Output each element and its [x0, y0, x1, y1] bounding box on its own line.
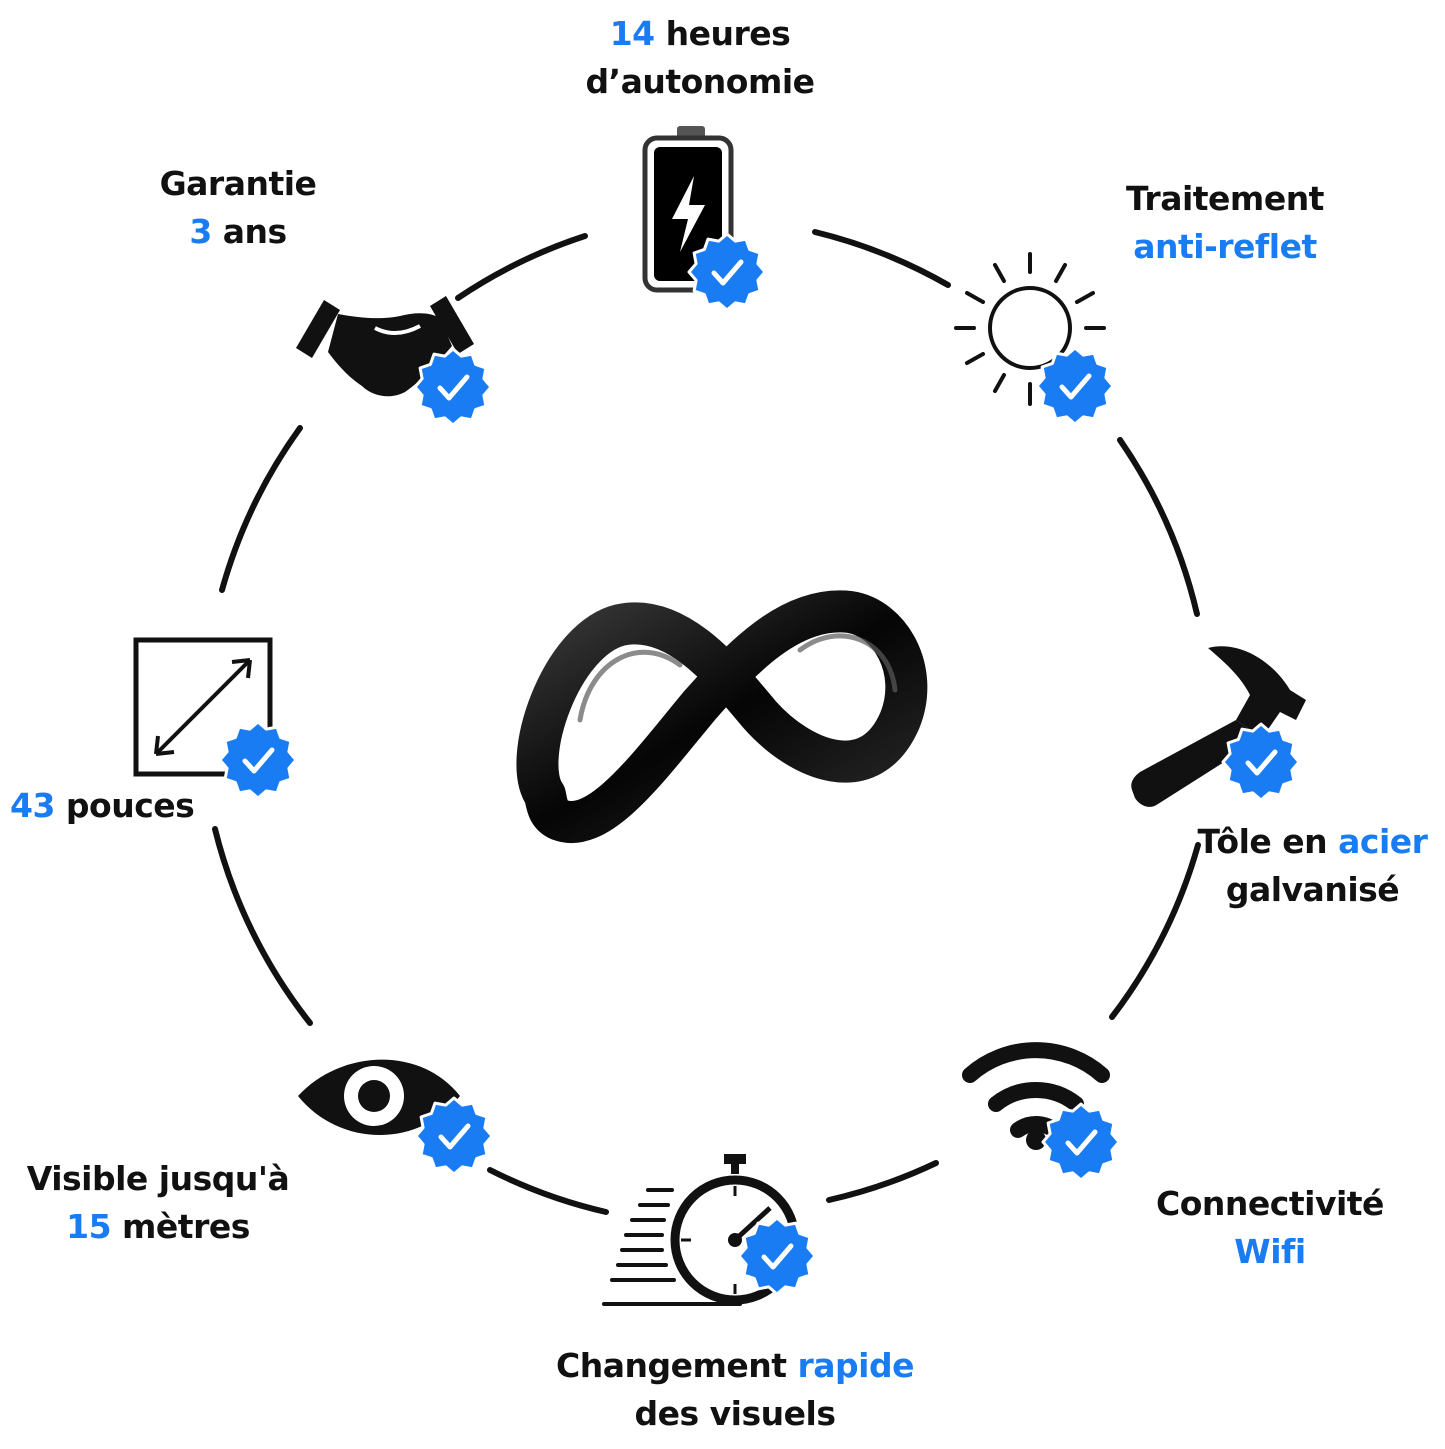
feature-text: d’autonomie	[585, 62, 815, 101]
ring-segment	[219, 425, 303, 593]
ring-segment	[212, 826, 313, 1026]
feature-text: pouces	[54, 786, 195, 825]
verified-badge-icon	[1041, 1102, 1121, 1182]
feature-highlight: rapide	[797, 1346, 915, 1385]
ring-segment	[812, 229, 951, 288]
infinity-icon	[516, 590, 928, 843]
feature-text: ans	[211, 212, 287, 251]
battery-icon	[642, 126, 734, 293]
feature-label-line: Tôle en acier	[1180, 818, 1445, 866]
feature-label-line: 15 mètres	[8, 1203, 308, 1251]
feature-label-size: 43 pouces	[10, 782, 270, 830]
feature-highlight: 3	[189, 212, 212, 251]
feature-label-antiglare: Traitement anti-reflet	[1075, 175, 1375, 271]
feature-text: Tôle en	[1197, 822, 1339, 861]
eye-icon	[298, 1059, 460, 1135]
feature-label-line: Garantie	[88, 160, 388, 208]
feature-text: Traitement	[1126, 179, 1324, 218]
feature-text: Garantie	[159, 164, 317, 203]
ring-segment	[455, 233, 588, 301]
feature-label-line: 43 pouces	[10, 782, 270, 830]
feature-label-speed: Changement rapide des visuels	[535, 1342, 935, 1438]
feature-label-battery: 14 heures d’autonomie	[550, 10, 850, 106]
sun-icon	[954, 252, 1106, 406]
feature-label-line: Wifi	[1120, 1228, 1420, 1276]
feature-label-line: des visuels	[535, 1390, 935, 1438]
verified-badge-icon	[737, 1216, 817, 1296]
feature-label-line: 14 heures	[550, 10, 850, 58]
feature-label-warranty: Garantie 3 ans	[88, 160, 388, 256]
verified-badge-icon	[218, 720, 298, 800]
ring	[212, 229, 1201, 1215]
feature-text: Connectivité	[1156, 1184, 1384, 1223]
ring-segment	[487, 1167, 609, 1215]
feature-highlight: 43	[10, 786, 55, 825]
feature-label-line: Connectivité	[1120, 1180, 1420, 1228]
feature-text: mètres	[111, 1207, 250, 1246]
feature-text: heures	[654, 14, 791, 53]
verified-badge-icon	[1035, 346, 1115, 426]
feature-label-line: 3 ans	[88, 208, 388, 256]
badges	[218, 232, 1301, 1296]
feature-label-steel: Tôle en acier galvanisé	[1180, 818, 1445, 914]
feature-label-line: d’autonomie	[550, 58, 850, 106]
feature-highlight: 15	[66, 1207, 112, 1246]
ring-segment	[1109, 842, 1201, 1020]
feature-label-line: Traitement	[1075, 175, 1375, 223]
feature-label-line: Changement rapide	[535, 1342, 935, 1390]
feature-label-line: anti-reflet	[1075, 223, 1375, 271]
ring-segment	[1117, 437, 1200, 617]
feature-highlight: anti-reflet	[1133, 227, 1317, 266]
feature-text: Changement	[556, 1346, 798, 1385]
feature-highlight: acier	[1338, 822, 1428, 861]
verified-badge-icon	[413, 347, 493, 427]
resize-icon	[133, 637, 273, 777]
feature-text: Visible jusqu'à	[26, 1159, 290, 1198]
feature-label-line: galvanisé	[1180, 866, 1445, 914]
ring-segment	[826, 1160, 939, 1203]
feature-highlight: Wifi	[1234, 1232, 1306, 1271]
feature-text: des visuels	[634, 1394, 836, 1433]
feature-highlight: 14	[609, 14, 655, 53]
verified-badge-icon	[414, 1096, 494, 1176]
feature-label-visible: Visible jusqu'à 15 mètres	[8, 1155, 308, 1251]
verified-badge-icon	[1221, 722, 1301, 802]
verified-badge-icon	[687, 232, 767, 312]
feature-label-line: Visible jusqu'à	[8, 1155, 308, 1203]
feature-text: galvanisé	[1225, 870, 1400, 909]
